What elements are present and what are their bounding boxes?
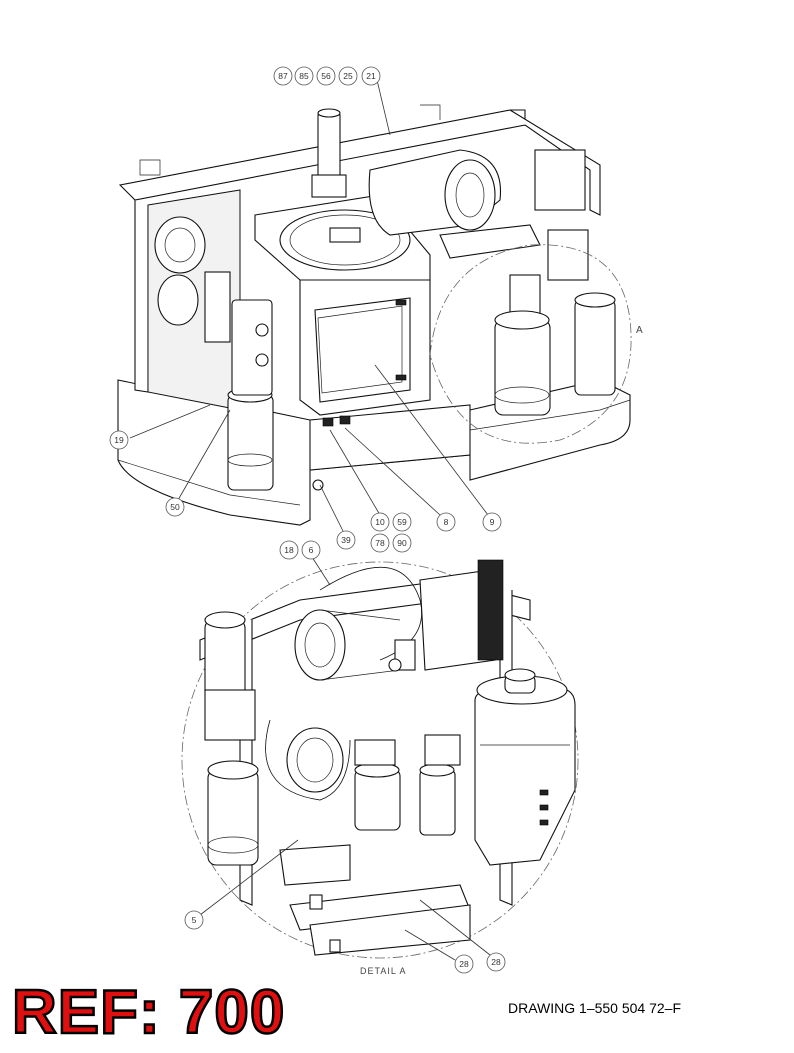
svg-text:87: 87 <box>278 71 288 81</box>
svg-text:8: 8 <box>444 517 449 527</box>
svg-text:39: 39 <box>341 535 351 545</box>
callout-78: 78 <box>370 533 390 553</box>
upper-assembly: A <box>117 104 643 526</box>
callout-21: 21 <box>361 66 381 86</box>
svg-text:25: 25 <box>343 71 353 81</box>
callout-90: 90 <box>392 533 412 553</box>
callout-10: 10 <box>370 512 390 532</box>
svg-text:9: 9 <box>490 517 495 527</box>
svg-text:18: 18 <box>284 545 294 555</box>
callout-87: 87 <box>273 66 293 86</box>
svg-text:19: 19 <box>114 435 124 445</box>
svg-text:10: 10 <box>375 517 385 527</box>
callout-9: 9 <box>482 512 502 532</box>
upper-leaders <box>129 79 489 536</box>
callout-85: 85 <box>294 66 314 86</box>
callout-28-right: 28 <box>486 952 506 972</box>
callout-28-left: 28 <box>454 954 474 974</box>
callout-59: 59 <box>392 512 412 532</box>
callout-18: 18 <box>279 540 299 560</box>
svg-text:6: 6 <box>309 545 314 555</box>
detail-marker: A <box>636 325 643 336</box>
svg-text:85: 85 <box>299 71 309 81</box>
reference-number: REF: 700 <box>11 978 286 1047</box>
svg-text:28: 28 <box>459 959 469 969</box>
callout-25: 25 <box>338 66 358 86</box>
svg-text:90: 90 <box>397 538 407 548</box>
svg-text:59: 59 <box>397 517 407 527</box>
svg-text:28: 28 <box>491 957 501 967</box>
callout-5: 5 <box>184 910 204 930</box>
callout-6: 6 <box>301 540 321 560</box>
drawing-number: DRAWING 1–550 504 72–F <box>508 1000 682 1016</box>
callout-50: 50 <box>165 497 185 517</box>
svg-text:5: 5 <box>192 915 197 925</box>
svg-text:50: 50 <box>170 502 180 512</box>
detail-label: DETAIL A <box>360 966 407 976</box>
svg-text:78: 78 <box>375 538 385 548</box>
svg-text:21: 21 <box>366 71 376 81</box>
callout-19: 19 <box>109 430 129 450</box>
callout-39: 39 <box>336 530 356 550</box>
callout-8: 8 <box>436 512 456 532</box>
callout-56: 56 <box>316 66 336 86</box>
svg-text:56: 56 <box>321 71 331 81</box>
detail-leaders <box>199 556 491 961</box>
detail-a-view <box>181 559 579 959</box>
